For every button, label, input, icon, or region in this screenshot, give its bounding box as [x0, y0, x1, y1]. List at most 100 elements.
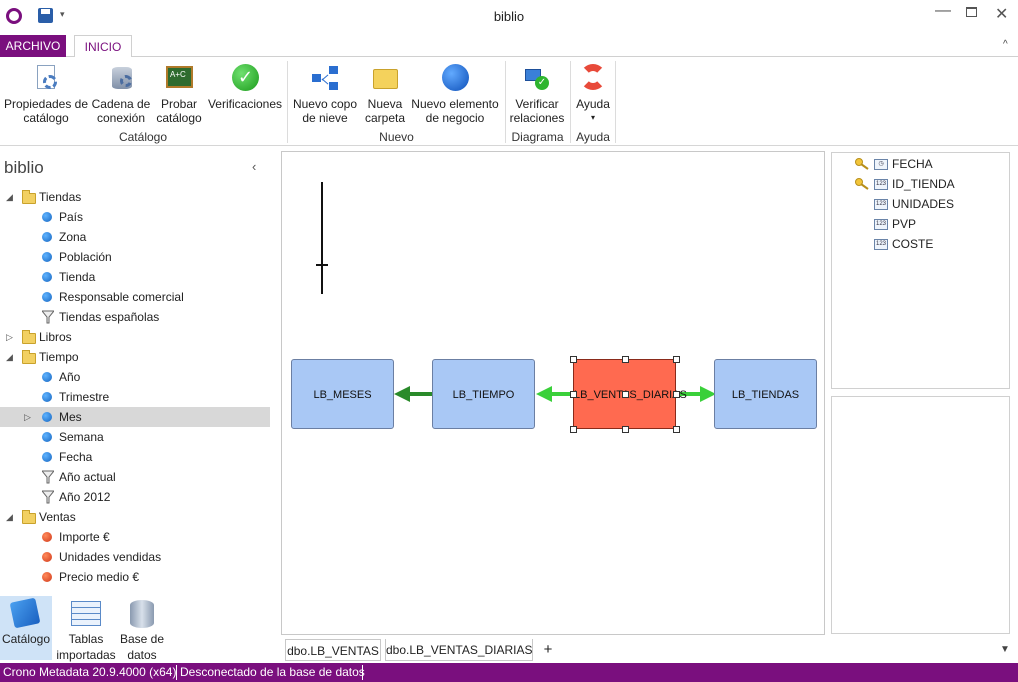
database-nav-button[interactable]: Base de datos	[118, 596, 166, 662]
tree-item[interactable]: País	[0, 207, 270, 227]
minimize-button[interactable]: —	[935, 2, 951, 19]
measure-icon	[42, 532, 52, 542]
tree-item[interactable]: Año actual	[0, 467, 270, 487]
tree-item[interactable]: ▷ Libros	[0, 327, 270, 347]
add-tab-button[interactable]: +	[543, 641, 553, 658]
tree-item[interactable]: ▷Mes	[0, 407, 270, 427]
filter-icon	[40, 490, 56, 504]
tab-archivo[interactable]: ARCHIVO	[0, 35, 66, 57]
number-type-icon: 123	[874, 239, 888, 250]
catalog-properties-icon	[31, 63, 61, 93]
attribute-icon	[42, 232, 52, 242]
quick-access-dropdown-icon[interactable]: ▾	[60, 9, 65, 19]
column-name: COSTE	[892, 237, 934, 251]
resize-handle[interactable]	[621, 391, 629, 398]
expanded-arrow-icon[interactable]: ◢	[6, 512, 13, 522]
tree-item[interactable]: Zona	[0, 227, 270, 247]
resize-handle[interactable]	[570, 426, 577, 433]
help-lifebuoy-icon	[578, 63, 608, 93]
tab-lb-ventas-diarias[interactable]: dbo.LB_VENTAS_DIARIAS	[385, 639, 533, 661]
tree-item[interactable]: Año	[0, 367, 270, 387]
group-separator	[615, 61, 616, 143]
test-catalog-icon: A+C	[164, 63, 194, 93]
help-button[interactable]: Ayuda▾	[571, 63, 615, 125]
catalog-nav-button[interactable]: Catálogo	[0, 596, 52, 660]
diagram-canvas[interactable]: LB_MESES LB_TIEMPO LB_VENTAS_DIARIAS LB_…	[281, 151, 825, 635]
resize-handle[interactable]	[673, 356, 680, 363]
collapsed-arrow-icon[interactable]: ▷	[24, 412, 31, 422]
verifications-button[interactable]: ✓ Verificaciones	[206, 63, 284, 111]
folder-icon	[22, 350, 36, 364]
tree-item[interactable]: Población	[0, 247, 270, 267]
diagram-connectors	[316, 182, 716, 402]
tree-item-label: Tiendas	[39, 190, 82, 204]
group-separator	[570, 61, 571, 143]
resize-handle[interactable]	[570, 391, 577, 398]
resize-handle[interactable]	[621, 426, 629, 433]
tree-item-label: Tiendas españolas	[59, 310, 160, 324]
book-icon	[9, 597, 41, 629]
date-type-icon: ◷	[874, 159, 888, 170]
column-name: ID_TIENDA	[892, 177, 955, 191]
tree-item[interactable]: Tiendas españolas	[0, 307, 270, 327]
tree-item[interactable]: Importe €	[0, 527, 270, 547]
resize-handle[interactable]	[570, 356, 577, 363]
folder-icon	[22, 510, 36, 524]
collapsed-arrow-icon[interactable]: ▷	[6, 332, 13, 342]
tab-list-dropdown-icon[interactable]: ▼	[1000, 644, 1010, 655]
diagram-node-lb-ventas-diarias[interactable]: LB_VENTAS_DIARIAS	[573, 359, 687, 429]
tree-item[interactable]: Trimestre	[0, 387, 270, 407]
diagram-node-lb-tiempo[interactable]: LB_TIEMPO	[432, 359, 535, 429]
diagram-node-lb-meses[interactable]: LB_MESES	[291, 359, 394, 429]
tab-inicio[interactable]: INICIO	[74, 35, 132, 58]
maximize-button[interactable]	[966, 7, 977, 17]
group-label-nuevo: Nuevo	[379, 130, 414, 144]
expanded-arrow-icon[interactable]: ◢	[6, 352, 13, 362]
attribute-icon	[42, 212, 52, 222]
tree-item[interactable]: Fecha	[0, 447, 270, 467]
tree-item[interactable]: Semana	[0, 427, 270, 447]
resize-handle[interactable]	[621, 356, 629, 363]
collapse-panel-icon[interactable]: ‹	[252, 159, 257, 174]
measure-icon	[42, 572, 52, 582]
diagram-node-lb-tiendas[interactable]: LB_TIENDAS	[714, 359, 817, 429]
column-item[interactable]: 123 COSTE	[832, 234, 1009, 254]
folder-icon	[22, 330, 36, 344]
app-logo-icon[interactable]	[6, 8, 22, 24]
title-bar: ▾ biblio — ✕	[0, 0, 1018, 34]
business-element-icon	[440, 63, 470, 93]
tab-lb-ventas[interactable]: dbo.LB_VENTAS	[285, 639, 381, 661]
resize-handle[interactable]	[673, 426, 680, 433]
key-icon	[854, 177, 870, 197]
snowflake-icon	[310, 63, 340, 93]
close-button[interactable]: ✕	[995, 6, 1009, 23]
imported-tables-nav-button[interactable]: Tablas importadas	[54, 596, 118, 662]
tree-item[interactable]: ◢Ventas	[0, 507, 270, 527]
expanded-arrow-icon[interactable]: ◢	[6, 192, 13, 202]
save-icon[interactable]	[38, 8, 53, 23]
tree-item[interactable]: Precio medio €	[0, 567, 270, 587]
tree-item[interactable]: ◢ Tiendas	[0, 187, 270, 207]
tree-item[interactable]: Responsable comercial	[0, 287, 270, 307]
resize-handle[interactable]	[673, 391, 680, 398]
tree-item[interactable]: Unidades vendidas	[0, 547, 270, 567]
tree-item-label: Libros	[39, 330, 72, 344]
tree-item[interactable]: Tienda	[0, 267, 270, 287]
column-item[interactable]: ◷FECHA	[832, 154, 1009, 174]
collapse-ribbon-icon[interactable]: ^	[1003, 39, 1008, 50]
tree-item[interactable]: ◢Tiempo	[0, 347, 270, 367]
tree-item[interactable]: Año 2012	[0, 487, 270, 507]
group-separator	[505, 61, 506, 143]
